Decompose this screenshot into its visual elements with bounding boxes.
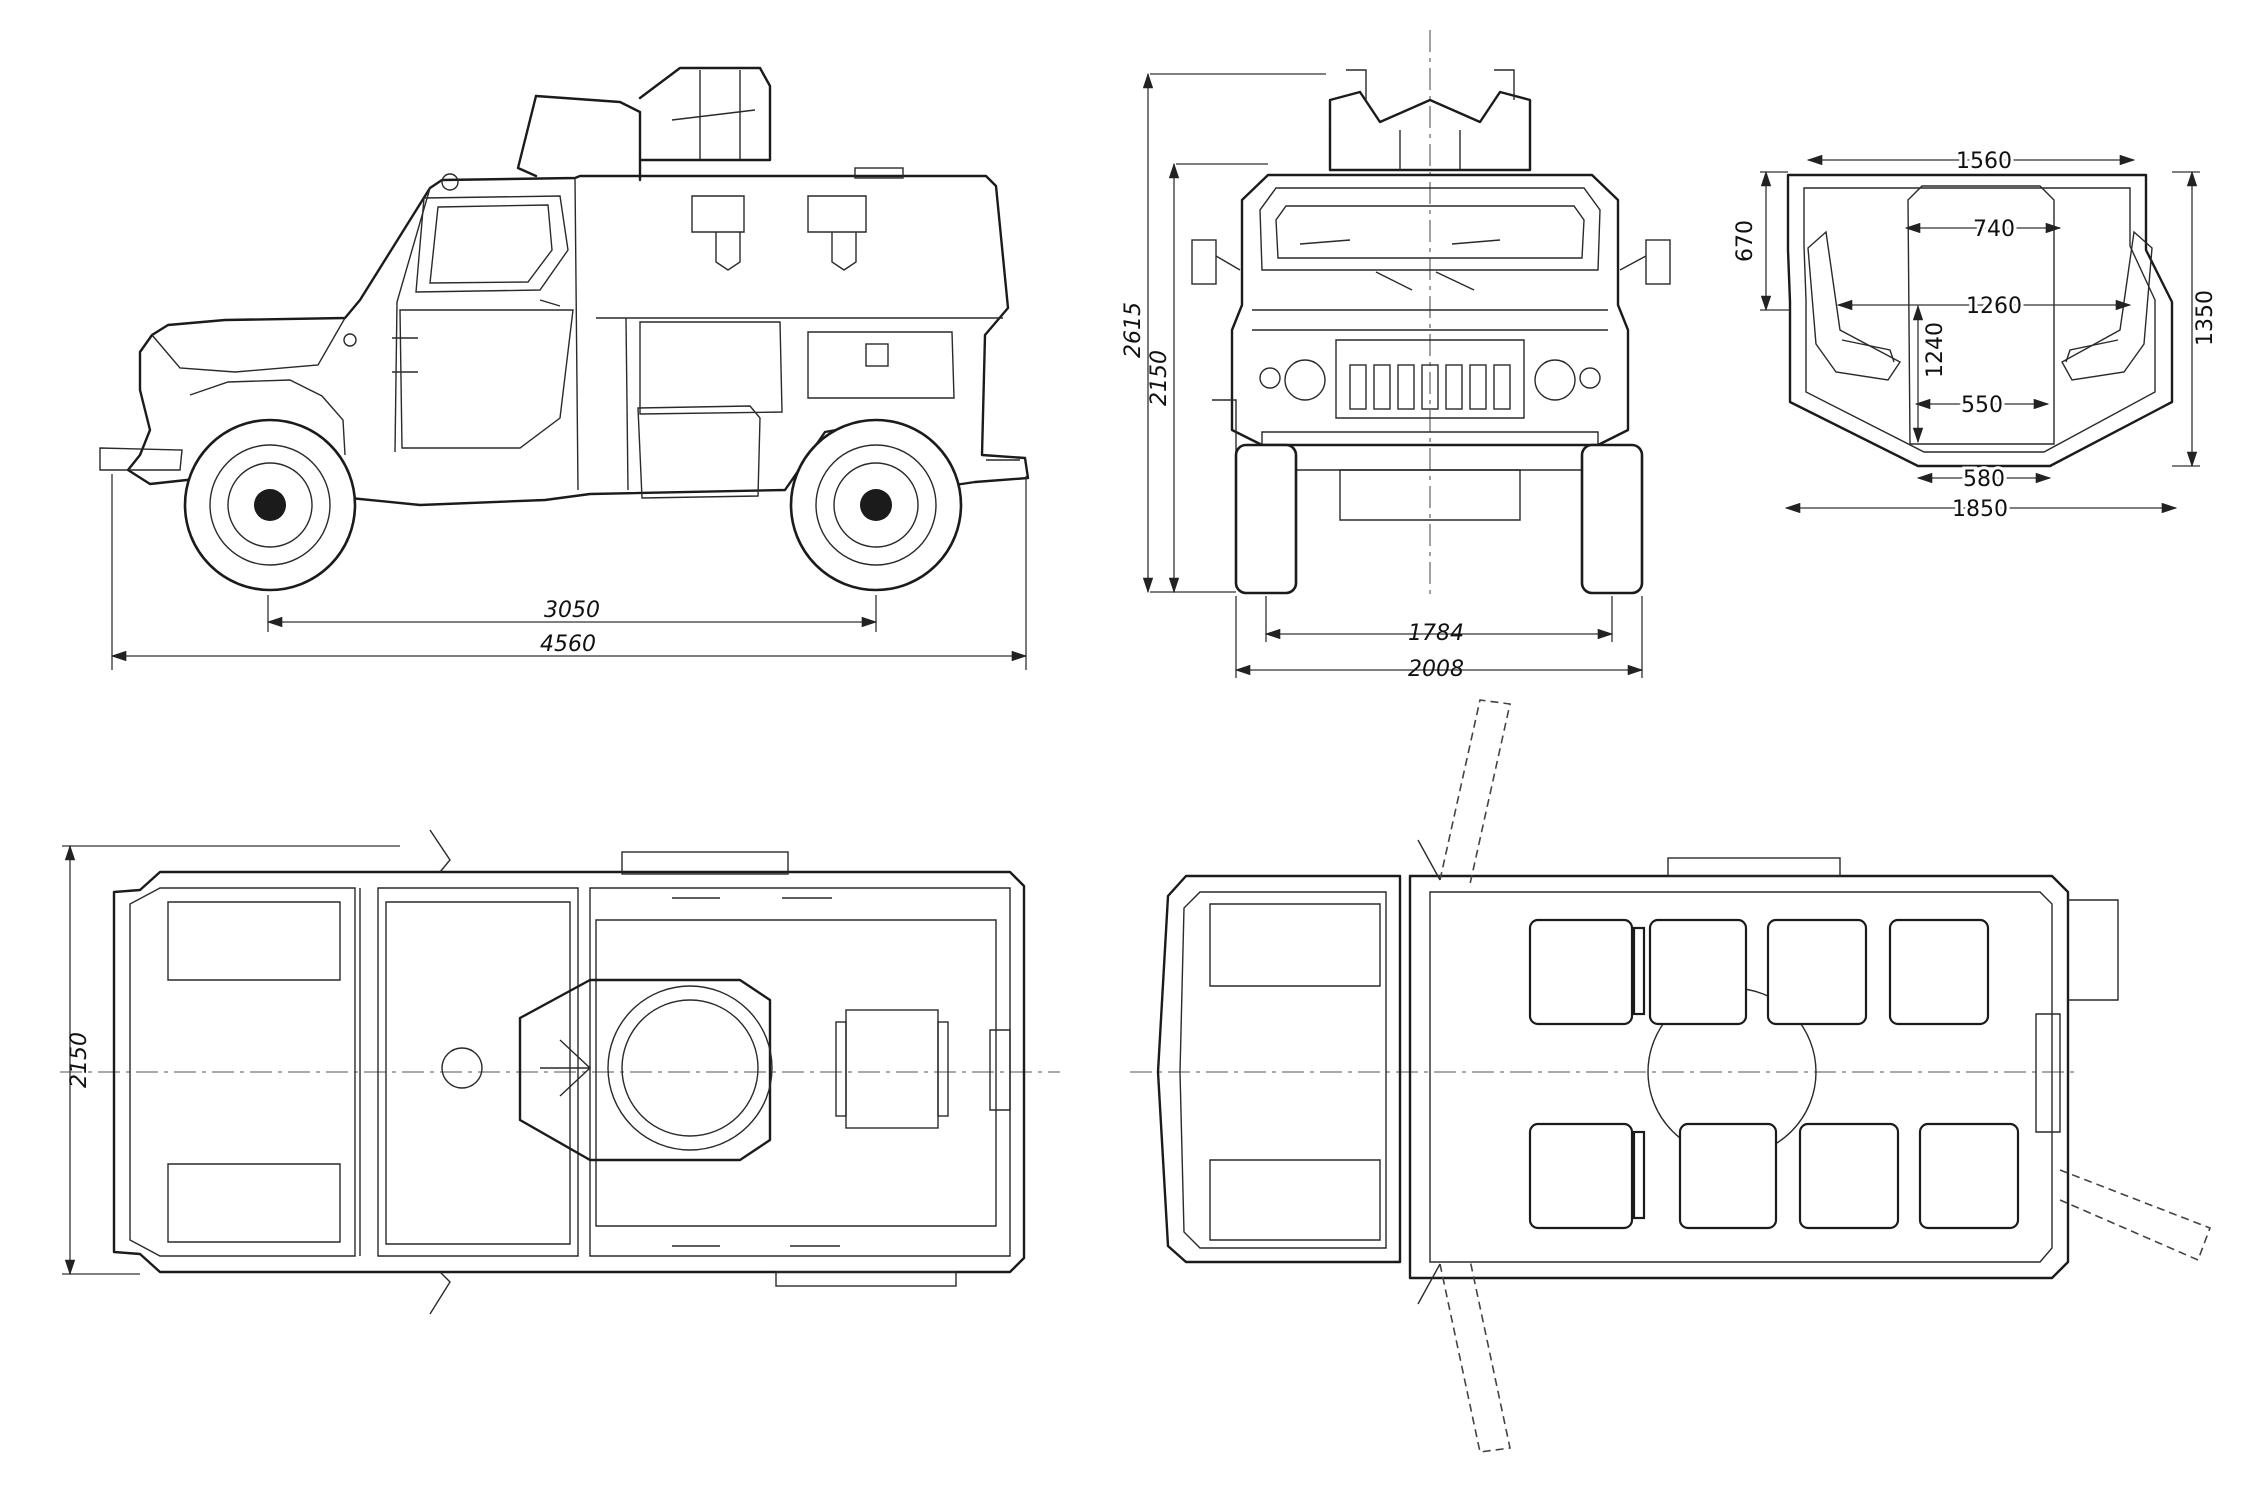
section-inner-height-label: 1240 [1923,322,1948,378]
front-left-tire [1234,443,1298,595]
top-dimension-lines [62,844,400,1276]
overall-width-label: 2008 [1408,657,1464,682]
left-seat-outline [1807,230,1902,381]
section-upper-width-label: 740 [1973,217,2015,242]
side-view: 3050 4560 [99,66,1030,670]
top-view: 2150 [60,829,1060,1315]
side-dimension-lines [110,474,1028,670]
section-mid-width-label: 1260 [1966,294,2022,319]
top-view-hull [112,829,1026,1315]
overall-length-label: 4560 [540,632,596,657]
section-floor-width-label: 550 [1961,393,2003,418]
rear-wheel [789,418,963,592]
top-width-label: 2150 [67,1032,92,1088]
open-door-outlines [1417,699,2212,1453]
front-view: 2615 2150 1784 2008 [1121,30,1671,682]
body-height-label: 2150 [1147,350,1172,406]
interior-plan-hull [1156,857,2119,1280]
section-wall-height-label: 670 [1733,220,1758,262]
interior-plan-view [1130,699,2212,1453]
interior-seats [1528,918,2020,1230]
overall-height-label: 2615 [1121,302,1146,358]
section-bottom-width-label: 1850 [1952,497,2008,522]
section-dimension-lines [1760,154,2200,514]
front-right-tire [1580,443,1644,595]
wheelbase-label: 3050 [544,598,600,623]
front-dimension-lines [1142,72,1644,678]
section-base-width-label: 580 [1963,467,2005,492]
track-width-label: 1784 [1408,621,1464,646]
section-top-width-label: 1560 [1956,149,2012,174]
front-wheel [183,418,357,592]
section-total-height-label: 1350 [2193,290,2218,346]
cross-section-outline [1786,173,2174,468]
right-seat-outline [2061,230,2153,381]
cross-section-view: 1560 740 670 1260 1240 1350 550 580 1850 [1733,146,2218,525]
